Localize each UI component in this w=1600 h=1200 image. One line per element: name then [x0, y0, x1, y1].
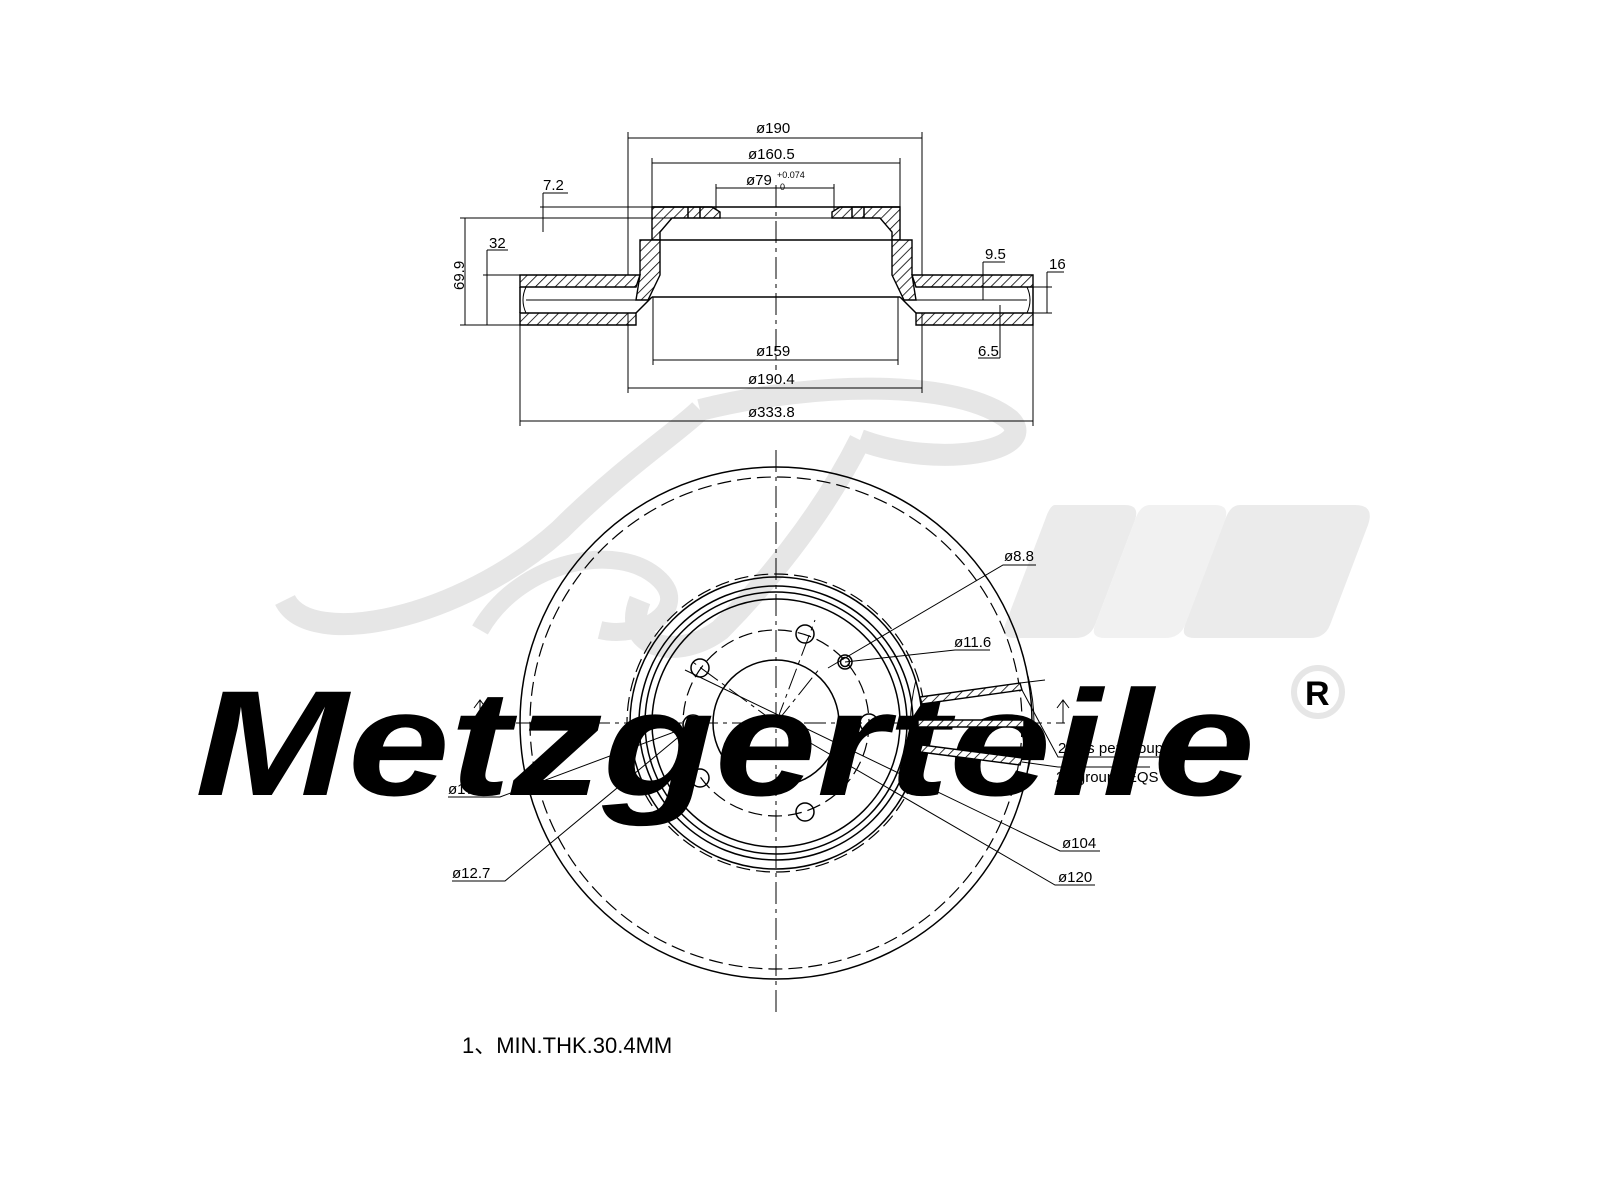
dim-79-tol-upper: +0.074: [777, 170, 805, 180]
leader-17-3: [448, 724, 694, 798]
ring-to-hat-left: [635, 296, 653, 314]
watermark-logo-swoosh: [275, 377, 1027, 658]
rib-break-line: [1019, 679, 1046, 684]
label-d11-6: ø11.6: [954, 634, 991, 651]
dim-160-5: ø160.5: [748, 146, 795, 163]
hub-top-right: [831, 206, 901, 241]
leader-120: [775, 722, 1095, 886]
ring-to-hat-right: [899, 296, 917, 314]
dim-333-8: ø333.8: [748, 404, 795, 421]
label-groups: 20 groups EQS: [1056, 769, 1159, 786]
label-ribs: 2 ribs per group: [1058, 740, 1163, 757]
dim-79: ø79: [746, 172, 772, 189]
hat-wall-left: [635, 239, 661, 301]
rib-section-arc-outer: [1027, 675, 1035, 771]
leader-ribs: [1021, 689, 1160, 758]
label-d120: ø120: [1058, 869, 1092, 886]
dim-190-4: ø190.4: [748, 371, 795, 388]
vent-edge-right: [1026, 286, 1031, 314]
hat-circle-3: [644, 591, 908, 855]
vent-edge-left: [522, 286, 527, 314]
watermark: Metzgerteile R: [195, 377, 1370, 827]
front-view: ø8.8 ø11.6 2 ribs per group 20 groups EQ…: [448, 450, 1163, 1015]
label-d8-8: ø8.8: [1004, 548, 1034, 565]
bolt-hole-1: [859, 713, 879, 733]
watermark-logo-stroke: [472, 550, 678, 641]
leader-12-7: [452, 724, 694, 882]
side-view: ø190 ø160.5 ø79 +0.074 0 7.2 69.9 32 9.5: [451, 120, 1066, 426]
rib-3: [919, 744, 1023, 766]
center-bore: [712, 659, 840, 787]
hub-top-left: [651, 206, 721, 241]
leader-11-6: [844, 649, 990, 663]
leader-104: [684, 669, 1100, 852]
watermark-stripes: [1003, 505, 1370, 638]
label-d104: ø104: [1062, 835, 1096, 852]
locating-hole-inner: [686, 718, 700, 732]
note-min-thickness: 1、MIN.THK.30.4MM: [462, 1033, 672, 1058]
locating-hole-outer: [682, 714, 704, 736]
watermark-registered-mark: R: [1305, 675, 1330, 713]
bolt-hole-4: [690, 768, 710, 788]
section-mark-right: [1056, 699, 1070, 723]
hat-circle-2: [638, 585, 914, 861]
dim-69-9: 69.9: [451, 261, 468, 290]
section-mark-left: [473, 699, 487, 723]
dim-79-tol-lower: 0: [780, 182, 785, 192]
disc-outer-edge: [519, 466, 1033, 980]
watermark-registered-circle: [1291, 665, 1345, 719]
dim-7-2: 7.2: [543, 177, 564, 194]
ring-top-right: [911, 274, 1034, 288]
dim-159: ø159: [756, 343, 790, 360]
ring-top-left: [519, 274, 641, 288]
bolt-hole-2: [795, 624, 815, 644]
label-d12-7: ø12.7: [452, 865, 490, 882]
label-d17-3: ø17.3: [448, 781, 486, 798]
dim-6-5: 6.5: [978, 343, 999, 360]
bolt-hole-5: [795, 802, 815, 822]
ring-bottom-left: [519, 312, 637, 326]
bolt-axis-2: [689, 659, 777, 724]
ring-bottom-right: [915, 312, 1034, 326]
dim-32: 32: [489, 235, 506, 252]
leader-8-8: [827, 564, 1036, 669]
dim-16: 16: [1049, 256, 1066, 273]
hat-wall-right: [891, 239, 917, 301]
bolt-axis-3: [775, 667, 821, 724]
dim-190: ø190: [756, 120, 790, 137]
bolt-axis-1: [775, 619, 816, 724]
rib-2: [917, 719, 1025, 728]
rib-section-arc-inner: [910, 679, 917, 767]
leader-groups: [1021, 761, 1150, 768]
dim-9-5: 9.5: [985, 246, 1006, 263]
hat-circle-4: [651, 598, 901, 848]
